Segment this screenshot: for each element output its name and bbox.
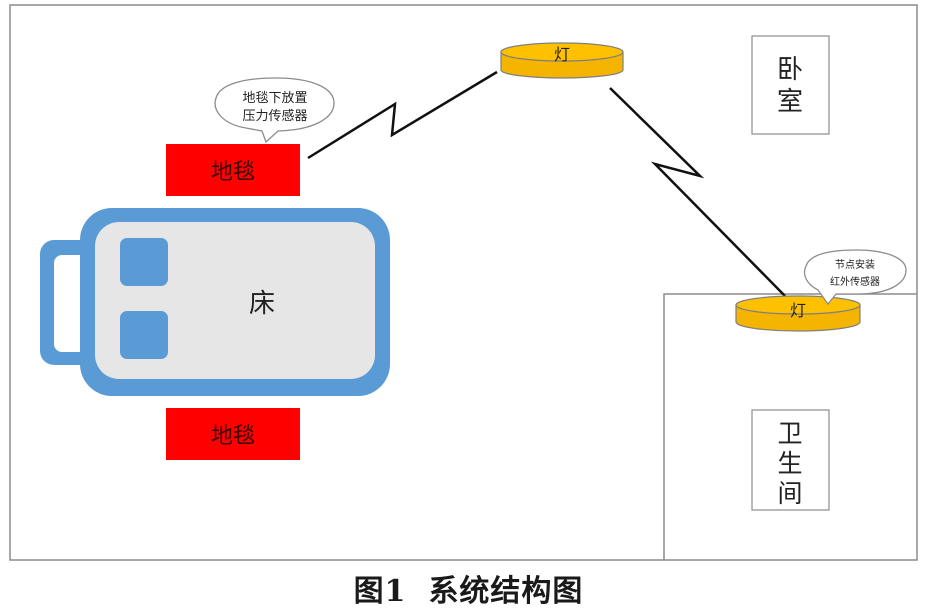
- bathroom-label-box: 卫 生 间: [751, 409, 830, 511]
- lamp-bathroom-label: 灯: [790, 301, 806, 320]
- signal-link-lamp-to-bath-lamp: [609, 87, 786, 297]
- bedroom-label-1: 卧: [777, 55, 803, 85]
- rug-bottom-label: 地毯: [211, 424, 255, 449]
- figure-title: 系统结构图: [428, 574, 584, 609]
- rug-top-label: 地毯: [211, 160, 255, 185]
- rug-top: 地毯: [166, 144, 300, 196]
- lamp-top: 灯: [500, 42, 624, 79]
- callout-pressure-line-2: 压力传感器: [242, 108, 307, 124]
- pillow-bottom: [120, 311, 168, 359]
- bed: 床: [40, 208, 390, 396]
- callout-pressure-line-1: 地毯下放置: [242, 91, 307, 106]
- figure-number: 图1: [353, 574, 407, 609]
- bedroom-label-2: 室: [777, 87, 803, 117]
- room-outline: [9, 4, 918, 561]
- callout-infrared-line-1: 节点安装: [835, 258, 875, 271]
- bathroom-label-1: 卫: [777, 419, 802, 448]
- bathroom-label-3: 间: [777, 479, 802, 508]
- bathroom-label-2: 生: [777, 449, 802, 478]
- signal-link-rug-to-lamp: [307, 70, 498, 160]
- bedroom-label-box: 卧 室: [751, 35, 830, 135]
- figure-caption: 图1 系统结构图: [0, 566, 937, 610]
- lamp-top-label: 灯: [554, 45, 570, 64]
- pillow-top: [120, 238, 168, 286]
- bed-label: 床: [249, 289, 275, 319]
- callout-infrared-sensor: 节点安装 红外传感器: [803, 249, 907, 306]
- rug-bottom: 地毯: [166, 408, 300, 460]
- lamp-bathroom: 灯: [735, 295, 861, 332]
- callout-pressure-sensor: 地毯下放置 压力传感器: [214, 77, 335, 144]
- callout-infrared-line-2: 红外传感器: [830, 275, 880, 288]
